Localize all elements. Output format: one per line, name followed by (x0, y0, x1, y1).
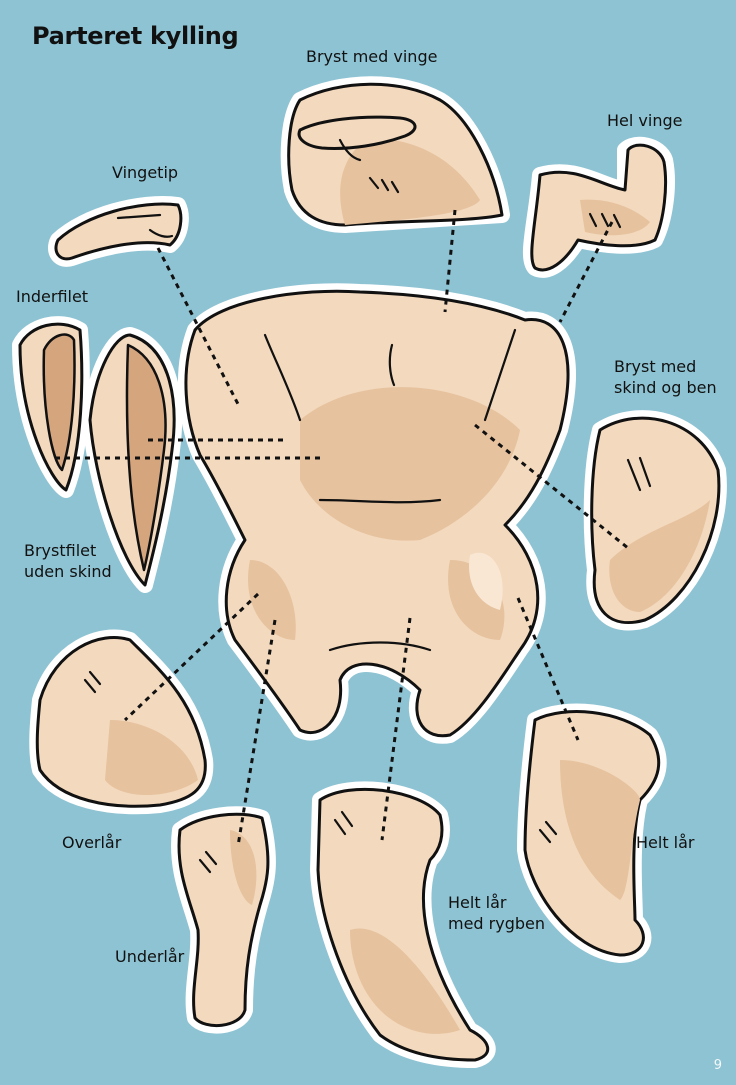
label-hel-vinge: Hel vinge (607, 111, 683, 130)
label-line: Bryst med (614, 357, 697, 376)
label-helt-laar-med-rygben: Helt lår med rygben (448, 892, 545, 934)
label-line: uden skind (24, 562, 112, 581)
label-line: med rygben (448, 914, 546, 933)
label-helt-laar: Helt lår (636, 833, 695, 852)
leader-lines (55, 209, 629, 847)
label-bryst-med-skind-og-ben: Bryst med skind og ben (614, 356, 717, 398)
whole-leg-piece (523, 710, 661, 957)
label-line: Helt lår (448, 893, 507, 912)
label-overlaar: Overlår (62, 833, 122, 852)
breast-skin-bone-piece (590, 416, 721, 625)
label-vingetip: Vingetip (112, 163, 179, 182)
whole-wing-piece (530, 143, 668, 272)
label-underlaar: Underlår (115, 947, 185, 966)
label-brystfilet-uden-skind: Brystfilet uden skind (24, 540, 112, 582)
leg-with-backbone-piece (316, 787, 489, 1062)
whole-chicken (184, 289, 570, 738)
inner-fillet-piece (18, 322, 84, 492)
label-inderfilet: Inderfilet (16, 287, 89, 306)
wing-tip-piece (54, 202, 183, 261)
breast-with-wing-piece (287, 82, 504, 227)
label-line: skind og ben (614, 378, 717, 397)
page-number: 9 (713, 1058, 722, 1073)
label-line: Brystfilet (24, 541, 97, 560)
drumstick-piece (177, 812, 270, 1028)
thigh-piece (35, 636, 207, 808)
label-bryst-med-vinge: Bryst med vinge (306, 47, 438, 66)
page-title: Parteret kylling (32, 22, 239, 50)
